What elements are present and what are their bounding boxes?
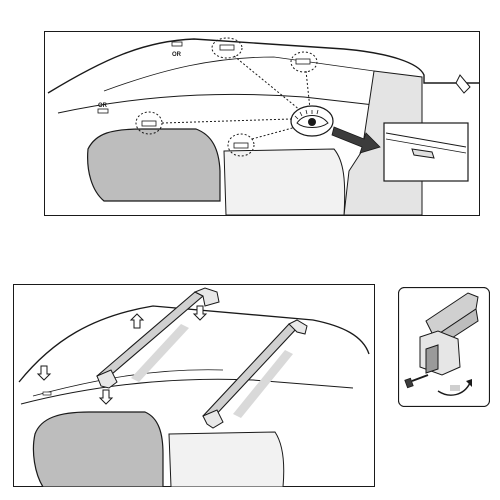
clamp-detail-drawing <box>398 287 490 407</box>
mount-mark-1 <box>42 391 52 396</box>
bar-shadow-2 <box>233 350 293 418</box>
front-roof-bar <box>96 287 220 389</box>
bolt-icon <box>404 374 429 389</box>
rotate-arrow-icon <box>437 382 471 396</box>
mount-point-4 <box>97 108 109 114</box>
front-window <box>87 128 221 202</box>
eye-icon <box>290 105 334 137</box>
bar-shadow-1 <box>131 324 189 382</box>
bottom-right-detail <box>398 287 490 407</box>
up-arrow-icon <box>129 313 145 329</box>
rotate-arrowhead <box>466 379 472 387</box>
highlight-circle-2 <box>290 51 318 73</box>
rear-window-2 <box>168 431 285 487</box>
roof-edge <box>103 56 375 92</box>
roof-bars-drawing <box>13 284 375 487</box>
or-label-left: OR <box>98 103 108 109</box>
highlight-circle-4 <box>227 133 255 157</box>
clamp-jaw <box>425 344 439 374</box>
mount-point-5 <box>141 120 157 127</box>
mount-point-6 <box>233 142 249 149</box>
inset-rail-bottom <box>385 138 467 154</box>
rear-window <box>223 148 346 216</box>
sight-lines <box>161 55 311 140</box>
highlight-circle-1 <box>211 37 243 59</box>
roof-rail <box>57 93 375 114</box>
rear-roof-bar <box>202 319 308 429</box>
roof-outline <box>47 38 480 94</box>
mount-point-3 <box>295 58 311 65</box>
roof-rail-2 <box>20 378 354 405</box>
inset-mount-point <box>411 148 435 159</box>
or-label-top: OR <box>172 52 182 58</box>
right-arrow-icon <box>331 126 381 154</box>
top-panel: OR OR <box>44 31 480 216</box>
mount-point-1 <box>171 41 183 47</box>
down-arrow-icon-1 <box>192 305 208 321</box>
roof-outline-2 <box>18 305 370 383</box>
mount-point-2 <box>219 44 235 51</box>
clamp-pad <box>450 385 460 391</box>
top-panel-drawing: OR OR <box>44 31 480 216</box>
roof-edge-2 <box>32 369 224 397</box>
down-arrow-icon-2 <box>36 365 52 381</box>
inset-rail-top <box>385 132 467 148</box>
down-arrow-icon-3 <box>98 389 114 405</box>
front-window-2 <box>32 411 164 487</box>
bottom-left-panel <box>13 284 375 487</box>
spoiler <box>455 74 471 94</box>
